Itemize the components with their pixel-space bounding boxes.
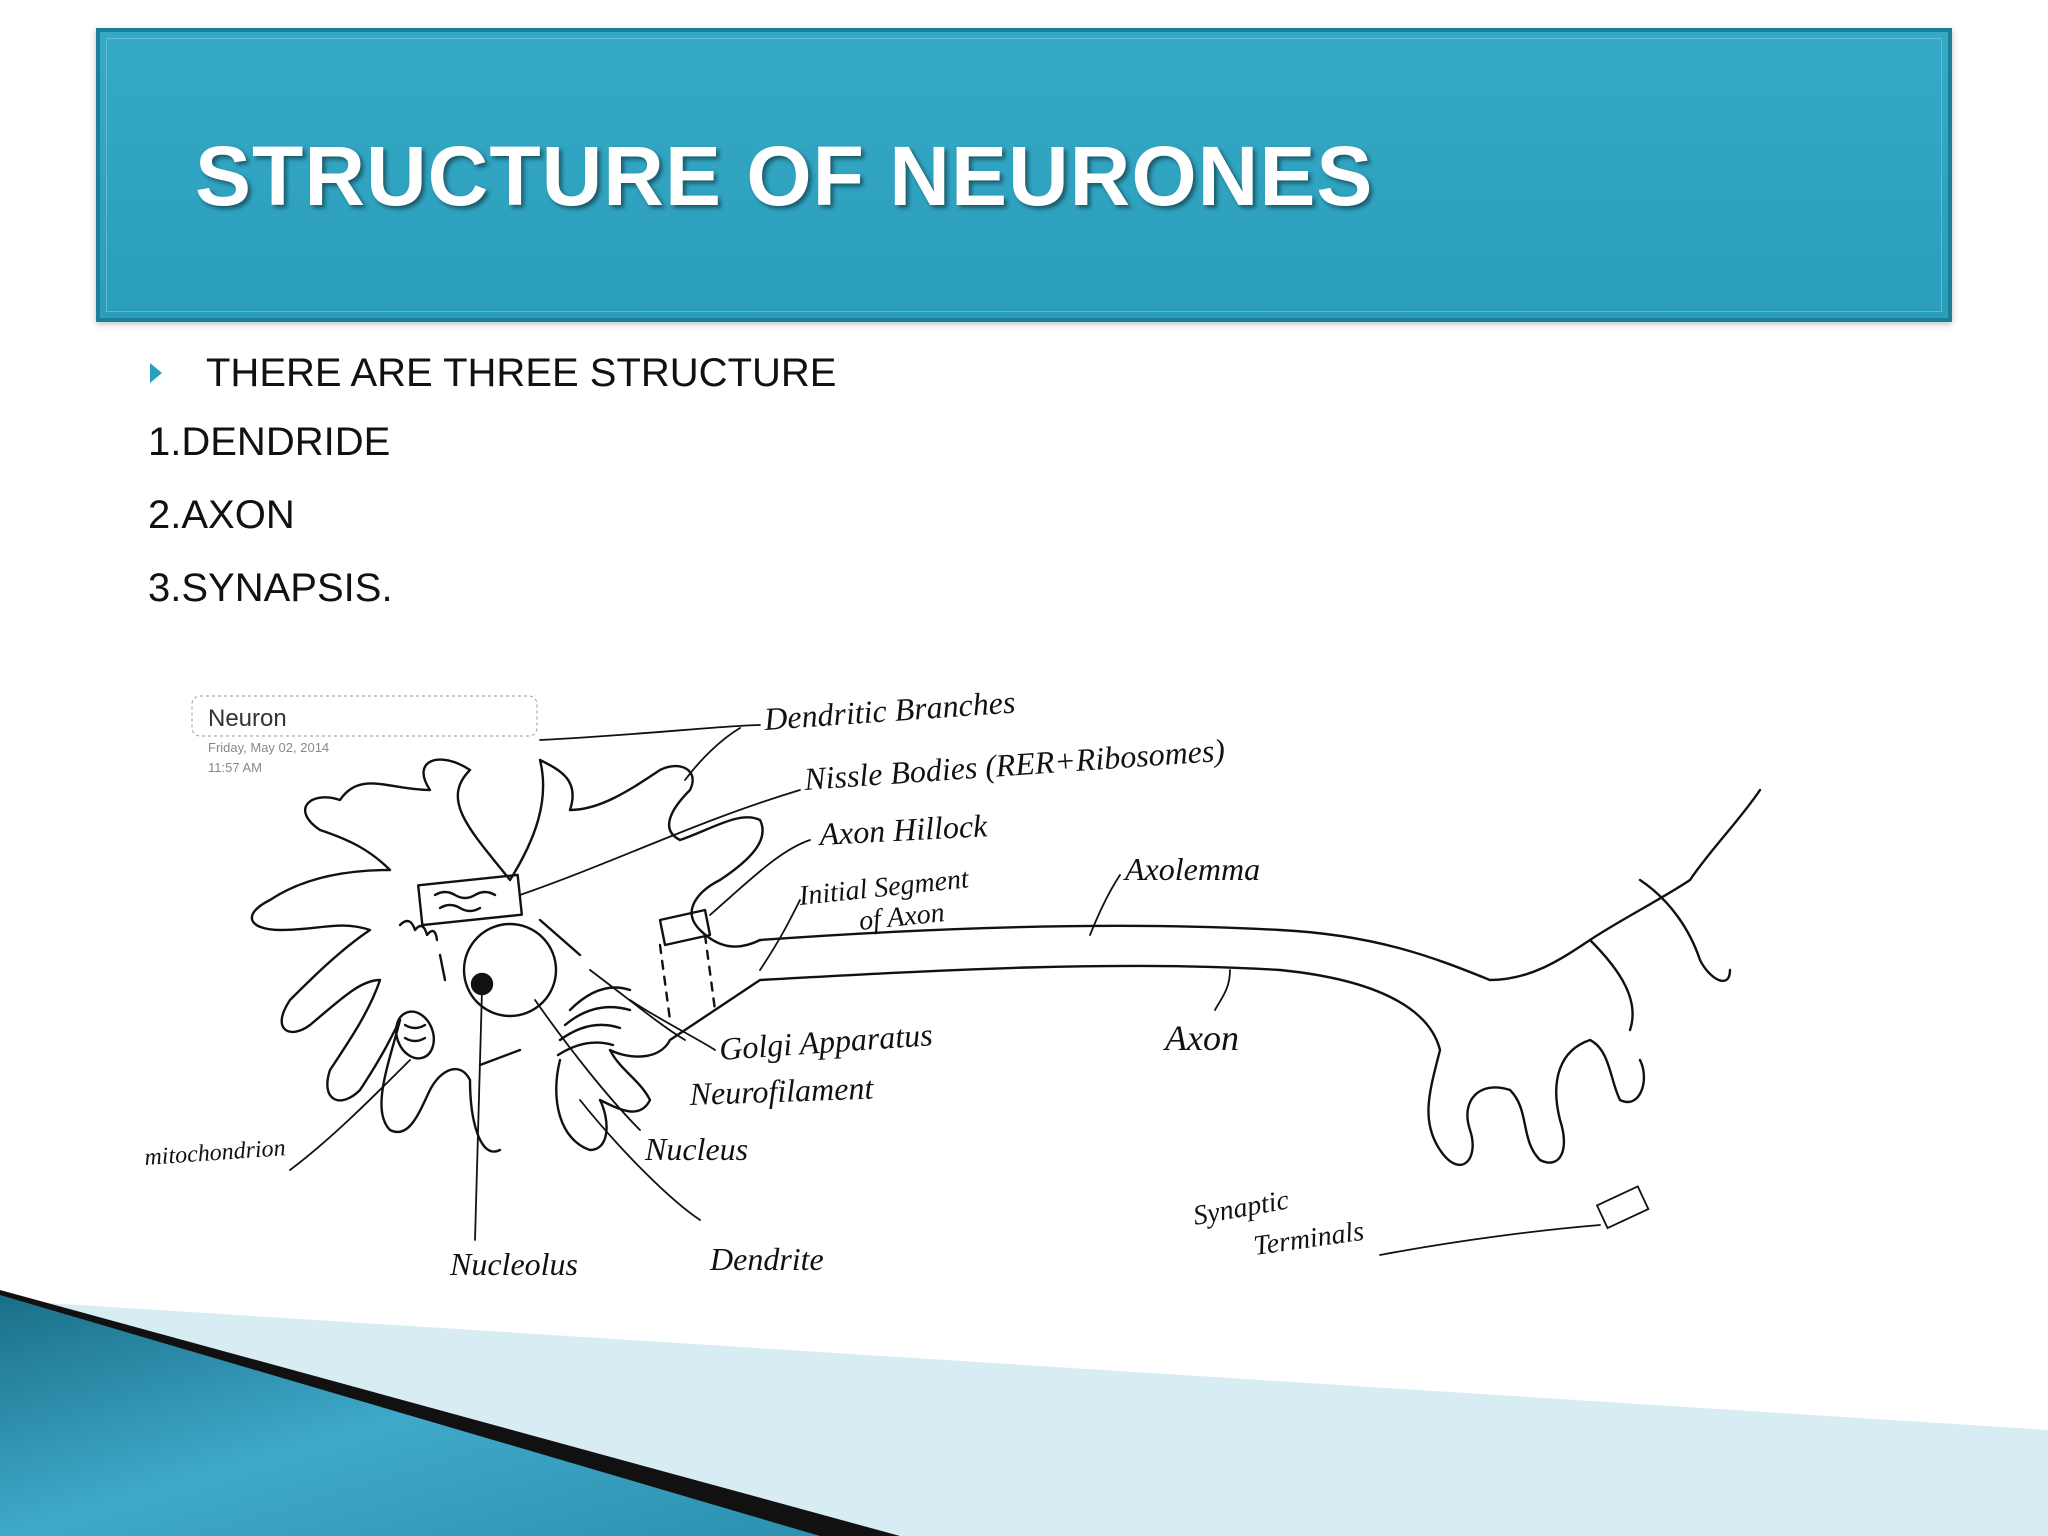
bullet-row: THERE ARE THREE STRUCTURE (150, 348, 836, 398)
triangle-bullet-icon (150, 363, 162, 383)
leader-dendritic-branches-2 (684, 727, 741, 781)
leader-axolemma (1089, 874, 1121, 936)
axon-hillock-box (658, 908, 712, 947)
soma-lower-outline (380, 978, 762, 1153)
golgi-small-shape (398, 919, 439, 942)
label-nucleolus: Nucleolus (449, 1246, 578, 1282)
leader-lines (289, 724, 1650, 1256)
leader-mitochondrion (289, 1059, 411, 1171)
leader-golgi (629, 999, 716, 1051)
label-dendritic-branches: Dendritic Branches (762, 684, 1016, 738)
leader-neurofilament (589, 969, 686, 1041)
neuron-diagram: Neuron Friday, May 02, 2014 11:57 AM (144, 684, 1762, 1282)
soma-outline (250, 758, 574, 1102)
leader-axon-hillock (709, 839, 811, 916)
label-synaptic-1: Synaptic (1191, 1185, 1292, 1232)
list-item-dendride: 1.DENDRIDE (148, 420, 391, 464)
soma-upper-right (568, 764, 764, 948)
label-axon-hillock: Axon Hillock (816, 807, 988, 852)
leader-synaptic-terminals (1379, 1224, 1601, 1256)
list-item-axon: 2.AXON (148, 493, 295, 537)
label-golgi-apparatus: Golgi Apparatus (718, 1016, 934, 1067)
label-nissle-bodies: Nissle Bodies (RER+Ribosomes) (802, 732, 1226, 797)
intro-text: THERE ARE THREE STRUCTURE (206, 350, 837, 395)
diagram-header-title: Neuron (208, 705, 287, 732)
label-axon: Axon (1163, 1018, 1239, 1058)
diagram-header-box (191, 695, 538, 737)
synaptic-terminal-box (1595, 1185, 1650, 1230)
bottom-decoration (0, 1290, 2048, 1536)
leader-axon (1214, 969, 1231, 1011)
title-banner-frame (106, 38, 1942, 312)
initial-segment-dashes (658, 933, 717, 1022)
leader-nucleolus (474, 989, 483, 1241)
leader-nucleus (534, 999, 641, 1131)
nissl-bodies-box (416, 873, 524, 927)
slide-title: STRUCTURE OF NEURONES (195, 129, 1374, 223)
mitochondrion-cristae (403, 1023, 427, 1043)
label-nucleus: Nucleus (644, 1131, 748, 1167)
nissl-bodies-marks (433, 890, 497, 913)
leader-dendrite (579, 1099, 701, 1221)
blue-swoosh (0, 1295, 820, 1536)
label-synaptic-2: Terminals (1252, 1216, 1366, 1262)
title-banner (96, 28, 1952, 322)
list-item-synapsis: 3.SYNAPSIS. (148, 566, 393, 610)
neuron-drawing (250, 758, 1762, 1166)
mitochondrion-shape (394, 1010, 436, 1060)
label-neurofilament: Neurofilament (688, 1070, 875, 1112)
label-axolemma: Axolemma (1123, 851, 1260, 887)
label-dendrite: Dendrite (709, 1241, 824, 1277)
leader-nissle-bodies (519, 789, 801, 896)
nucleus-circle (462, 922, 558, 1018)
neurofilament-marks (438, 918, 582, 1067)
diagram-header-date: Friday, May 02, 2014 (208, 740, 329, 755)
axon-outline-top (758, 788, 1762, 982)
label-mitochondrion: mitochondrion (144, 1135, 287, 1171)
synaptic-terminal-branch (1588, 878, 1732, 1032)
diagram-header-time: 11:57 AM (208, 760, 262, 775)
leader-initial-segment (759, 899, 801, 971)
leader-dendritic-branches (539, 724, 761, 741)
golgi-apparatus-shape (556, 986, 632, 1057)
axon-outline-bottom (758, 964, 1646, 1166)
